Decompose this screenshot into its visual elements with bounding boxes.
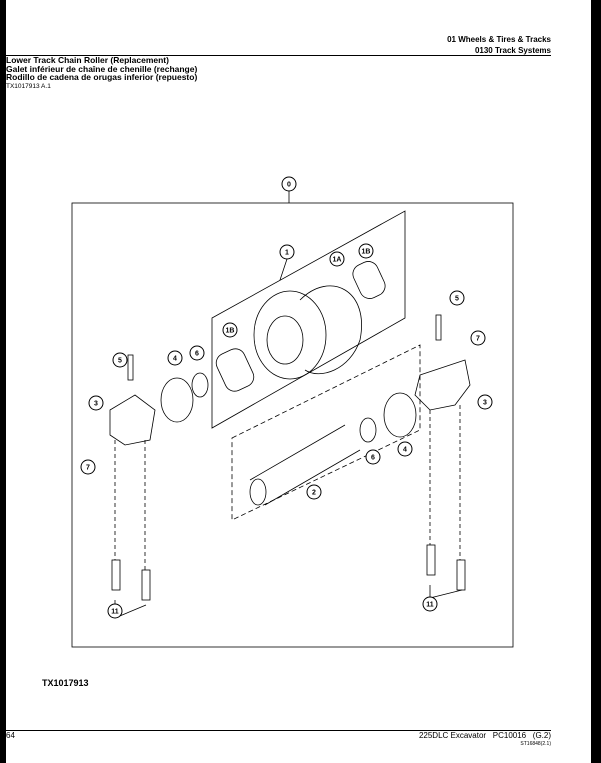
callouts: 0 1 1A 1B 1B 5 7 5 4 6 3 3 4 6 2 7 11 11 <box>80 176 493 619</box>
seal-left <box>160 377 194 423</box>
callout: 11 <box>422 596 438 612</box>
callout: 2 <box>306 484 322 500</box>
callout: 5 <box>112 352 128 368</box>
svg-text:1B: 1B <box>226 328 235 335</box>
exploded-parts-diagram: 0 1 1A 1B 1B 5 7 5 4 6 3 3 4 6 2 7 11 11 <box>71 176 514 648</box>
collar-left <box>109 394 156 446</box>
shaft-group-box <box>231 344 421 521</box>
svg-text:0: 0 <box>287 182 291 189</box>
svg-text:3: 3 <box>94 401 98 408</box>
title-spanish: Rodillo de cadena de orugas inferior (re… <box>6 72 198 82</box>
svg-text:6: 6 <box>195 351 199 358</box>
bolt <box>141 569 151 601</box>
page-title: Lower Track Chain Roller (Replacement)Ga… <box>6 56 197 82</box>
title-french: Galet inférieur de chaîne de chenille (r… <box>6 63 198 74</box>
diagram-frame <box>71 202 514 648</box>
reference-code: TX1017913 A.1 <box>6 83 51 90</box>
title-english: Lower Track Chain Roller (Replacement) <box>6 55 169 65</box>
section-header: 01 Wheels & Tires & Tracks 0130 Track Sys… <box>447 34 551 56</box>
pin <box>127 354 134 381</box>
svg-text:11: 11 <box>111 609 119 616</box>
callout: 7 <box>80 459 96 475</box>
header-divider <box>6 55 551 56</box>
model-info: 225DLC Excavator PC10016 (G.2) <box>418 731 551 740</box>
callout: 0 <box>281 176 297 192</box>
section-title: 01 Wheels & Tires & Tracks <box>447 35 551 44</box>
svg-text:1: 1 <box>285 250 289 257</box>
svg-text:1B: 1B <box>362 249 371 256</box>
bushing-1b-left <box>215 348 255 392</box>
bolt <box>426 544 436 576</box>
svg-text:7: 7 <box>86 465 90 472</box>
callout: 3 <box>88 395 104 411</box>
svg-text:11: 11 <box>426 602 434 609</box>
svg-text:6: 6 <box>371 455 375 462</box>
roller-group-box <box>211 210 406 429</box>
callout: 1 <box>279 244 295 260</box>
collar-right <box>414 359 471 411</box>
callout: 1A <box>329 251 345 267</box>
subsection-title: 0130 Track Systems <box>474 46 551 55</box>
svg-text:5: 5 <box>455 296 459 303</box>
figure-id: TX1017913 <box>42 678 89 688</box>
bushing-1b-right <box>352 261 386 299</box>
svg-text:3: 3 <box>483 400 487 407</box>
footer-divider <box>6 730 551 731</box>
svg-text:5: 5 <box>118 358 122 365</box>
callout: 6 <box>189 345 205 361</box>
parts-catalog-page: 01 Wheels & Tires & Tracks 0130 Track Sys… <box>6 0 591 763</box>
svg-text:4: 4 <box>403 447 407 454</box>
callout: 4 <box>397 441 413 457</box>
pin <box>435 314 442 341</box>
svg-text:4: 4 <box>173 356 177 363</box>
svg-text:7: 7 <box>476 336 480 343</box>
doc-code: ST16848(2.1) <box>520 741 551 747</box>
svg-text:2: 2 <box>312 490 316 497</box>
shaft <box>249 424 361 506</box>
callout: 5 <box>449 290 465 306</box>
roller-flange <box>253 290 327 380</box>
seal-right <box>383 392 417 438</box>
bolt <box>456 559 466 591</box>
svg-text:1A: 1A <box>333 257 342 264</box>
callout: 11 <box>107 603 123 619</box>
callout: 4 <box>167 350 183 366</box>
page-number: 64 <box>6 731 15 740</box>
callout: 1B <box>222 322 238 338</box>
callout: 7 <box>470 330 486 346</box>
callout: 3 <box>477 394 493 410</box>
callout: 1B <box>358 243 374 259</box>
callout: 6 <box>365 449 381 465</box>
bolt <box>111 559 121 591</box>
